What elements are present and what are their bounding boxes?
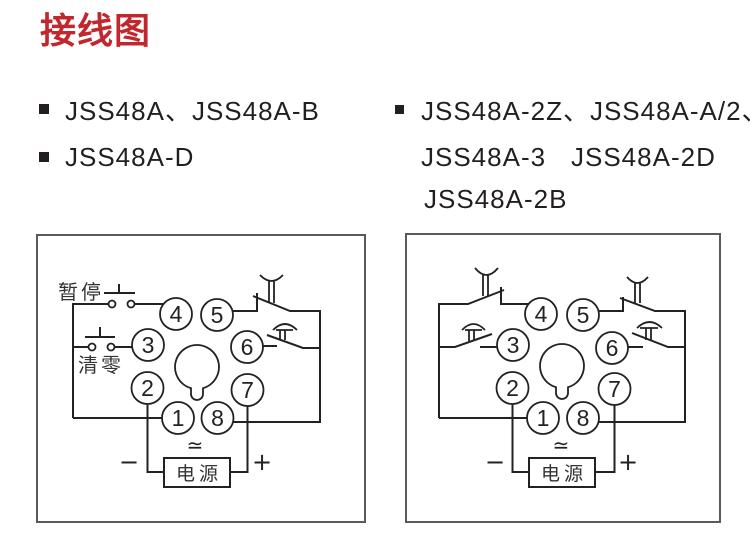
- negative-terminal-label: −: [119, 448, 139, 476]
- pin-6: 6: [595, 331, 629, 365]
- svg-text:5: 5: [577, 302, 590, 328]
- pin-4: 4: [524, 297, 558, 331]
- power-supply-box: [528, 457, 596, 488]
- svg-text:6: 6: [606, 335, 619, 361]
- pause-label: 暂停: [58, 280, 104, 304]
- pin-1: 1: [526, 401, 560, 435]
- svg-text:4: 4: [170, 301, 183, 327]
- delay-contact-no-icon: [461, 323, 486, 341]
- wiring-diagram-right: 1 2 3 4 5 6 7 8 电源 ≃ − +: [405, 233, 721, 523]
- wire-right-loop: [233, 295, 321, 423]
- reset-label: 清零: [78, 353, 124, 377]
- svg-text:4: 4: [535, 301, 548, 327]
- bullet-square-icon: [395, 105, 404, 114]
- delay-contact-nc-icon: [474, 267, 499, 296]
- svg-text:6: 6: [241, 334, 254, 360]
- model-group-3-item-a: JSS48A-3: [421, 142, 547, 172]
- pin-2: 2: [495, 371, 530, 405]
- model-group-3-item-c: JSS48A-2B: [424, 184, 568, 214]
- svg-text:3: 3: [142, 332, 155, 358]
- power-label: 电源: [176, 463, 222, 485]
- svg-text:3: 3: [507, 332, 520, 358]
- model-group-1: JSS48A、JSS48A-B: [65, 96, 320, 126]
- svg-text:5: 5: [211, 302, 224, 328]
- delay-contact-no-icon: [272, 323, 298, 340]
- bullet-square-icon: [39, 104, 49, 114]
- positive-terminal-label: +: [252, 448, 272, 476]
- svg-text:8: 8: [577, 405, 590, 431]
- wire-contact-to-pin-4: [500, 287, 529, 305]
- pin-8: 8: [566, 401, 600, 435]
- power-supply-box: [163, 457, 231, 488]
- svg-text:8: 8: [211, 405, 224, 431]
- ac-dc-symbol: ≃: [553, 433, 570, 457]
- pin-7: 7: [230, 373, 265, 407]
- wire-no-contact-blade: [631, 332, 685, 348]
- delay-contact-nc-icon: [626, 276, 649, 303]
- delay-contact-nc-icon: [259, 274, 284, 303]
- pin-2: 2: [130, 371, 165, 405]
- wire-pin-2-to-power: [511, 404, 529, 473]
- svg-text:1: 1: [172, 405, 185, 431]
- socket-key-icon: [539, 343, 585, 400]
- wire-pin-7-to-power: [595, 405, 616, 473]
- pin-7: 7: [597, 372, 632, 406]
- wire-pin-7-to-power: [230, 406, 249, 473]
- pin-8: 8: [200, 401, 235, 435]
- model-group-2: JSS48A-D: [65, 142, 195, 172]
- wire-no-contact-blade: [439, 333, 493, 348]
- pin-1: 1: [161, 401, 195, 435]
- wire-no-contact-blade: [266, 334, 320, 349]
- delay-contact-no-icon: [636, 321, 663, 340]
- pause-button-switch-icon: [104, 284, 136, 309]
- page-title: 接线图: [40, 11, 152, 52]
- wire-pin-5-contact: [598, 297, 624, 312]
- svg-text:1: 1: [537, 405, 550, 431]
- pin-3: 3: [496, 328, 530, 362]
- wiring-diagram-left: 暂停 清零 1 2 3 4 5 6 7 8 电源: [36, 234, 366, 523]
- socket-key-icon: [174, 344, 220, 401]
- pin-5: 5: [566, 298, 600, 332]
- positive-terminal-label: +: [618, 448, 638, 476]
- wire-left-loop: [438, 289, 505, 418]
- ac-dc-symbol: ≃: [187, 433, 204, 457]
- svg-text:7: 7: [608, 376, 621, 402]
- power-label: 电源: [541, 463, 587, 485]
- negative-terminal-label: −: [485, 448, 505, 476]
- pin-3: 3: [131, 328, 165, 362]
- reset-button-switch-icon: [85, 327, 116, 352]
- wire-pin-5-contact: [232, 293, 258, 312]
- wire-right-loop: [598, 297, 686, 423]
- svg-text:2: 2: [141, 375, 154, 401]
- svg-text:2: 2: [506, 375, 519, 401]
- pin-4: 4: [159, 297, 193, 331]
- model-group-3-line-1: JSS48A-2Z、JSS48A-A/2、: [421, 96, 750, 126]
- model-group-3-item-b: JSS48A-2D: [571, 142, 716, 172]
- pin-5: 5: [200, 298, 234, 332]
- wire-left-loop: [72, 303, 109, 418]
- bullet-square-icon: [39, 152, 49, 162]
- wire-pin-2-to-power: [146, 404, 164, 473]
- pin-6: 6: [230, 330, 264, 364]
- svg-text:7: 7: [241, 377, 254, 403]
